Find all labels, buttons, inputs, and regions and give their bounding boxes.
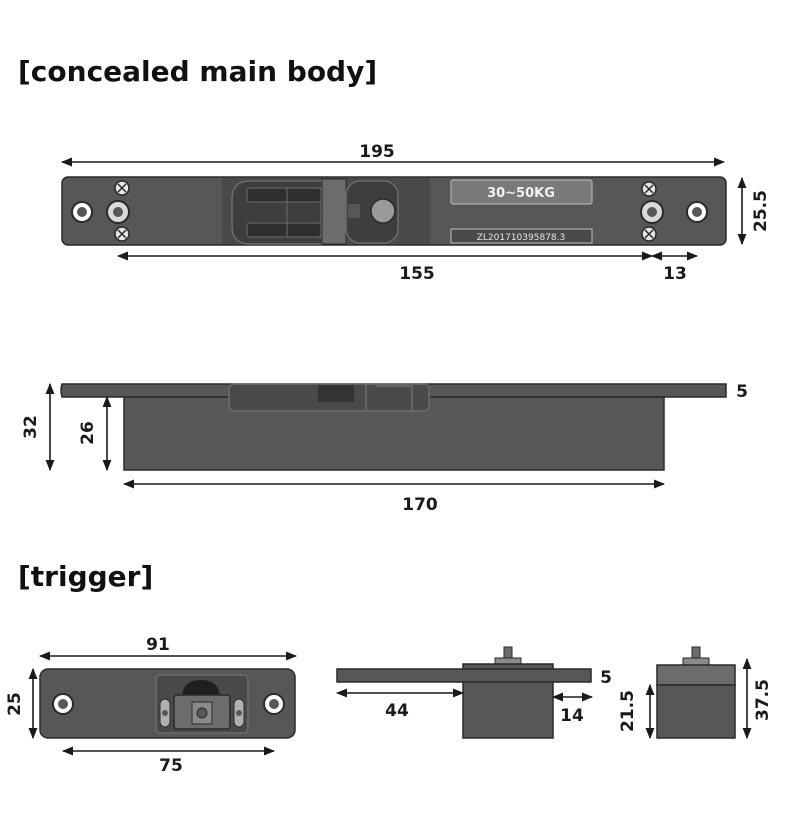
dimension-body-height-26: 26 [78, 421, 98, 445]
dimension-height-25-5: 25.5 [751, 190, 771, 232]
hole-core [692, 207, 702, 217]
hole-core [113, 207, 123, 217]
main-body-top-view: 195 [60, 142, 771, 284]
patent-plate [450, 228, 593, 244]
dimension-total-height-32: 32 [21, 415, 41, 439]
dimension-trigger-height-25: 25 [5, 692, 25, 716]
trigger-faceplate-side [336, 668, 592, 683]
trigger-pin-head [682, 657, 710, 666]
latch-bolt [318, 385, 354, 402]
hole-core [58, 699, 68, 709]
hole-core [647, 207, 657, 217]
dimension-plate-thickness-5: 5 [736, 382, 748, 402]
dimension-length-195: 195 [359, 142, 395, 162]
load-rating-label: 30~50KG [487, 186, 555, 201]
dimension-trigger-total-height-37-5: 37.5 [753, 679, 773, 721]
trigger-front-view: 91 25 75 [5, 635, 298, 776]
patent-number: ZL201710395878.3 [477, 233, 565, 243]
trigger-end-view: 21.5 37.5 [618, 646, 773, 740]
dimension-trigger-plate-thickness-5: 5 [600, 668, 612, 688]
trigger-pin-head [494, 657, 522, 665]
dimension-trigger-offset-44: 44 [385, 701, 409, 721]
dimension-body-length-170: 170 [402, 495, 438, 515]
dimension-hole-spacing-155: 155 [399, 264, 435, 284]
dimension-end-offset-13: 13 [663, 264, 687, 284]
trigger-pin [691, 646, 701, 660]
section-title-main-body: [concealed main body] [18, 55, 378, 88]
screw-icon [641, 181, 657, 197]
dimension-trigger-body-width-14: 14 [560, 706, 584, 726]
load-rating-plate [450, 179, 593, 205]
dimension-trigger-body-height-21-5: 21.5 [618, 690, 638, 732]
hole-core [77, 207, 87, 217]
dimension-trigger-hole-spacing-75: 75 [159, 756, 183, 776]
hole-core [269, 699, 279, 709]
trigger-body-end [656, 684, 736, 739]
screw-icon [114, 180, 130, 196]
latch-hook [365, 384, 413, 411]
section-title-trigger: [trigger] [18, 560, 154, 593]
main-body-side-view: 5 32 26 170 [21, 382, 748, 515]
screw-icon [114, 226, 130, 242]
trigger-mechanism [155, 674, 249, 734]
trigger-end-plate [656, 664, 736, 686]
trigger-side-view: 5 44 14 [335, 646, 612, 739]
screw-icon [641, 226, 657, 242]
dimension-trigger-length-91: 91 [146, 635, 170, 655]
trigger-pin [503, 646, 513, 660]
latch-mechanism [231, 178, 399, 245]
